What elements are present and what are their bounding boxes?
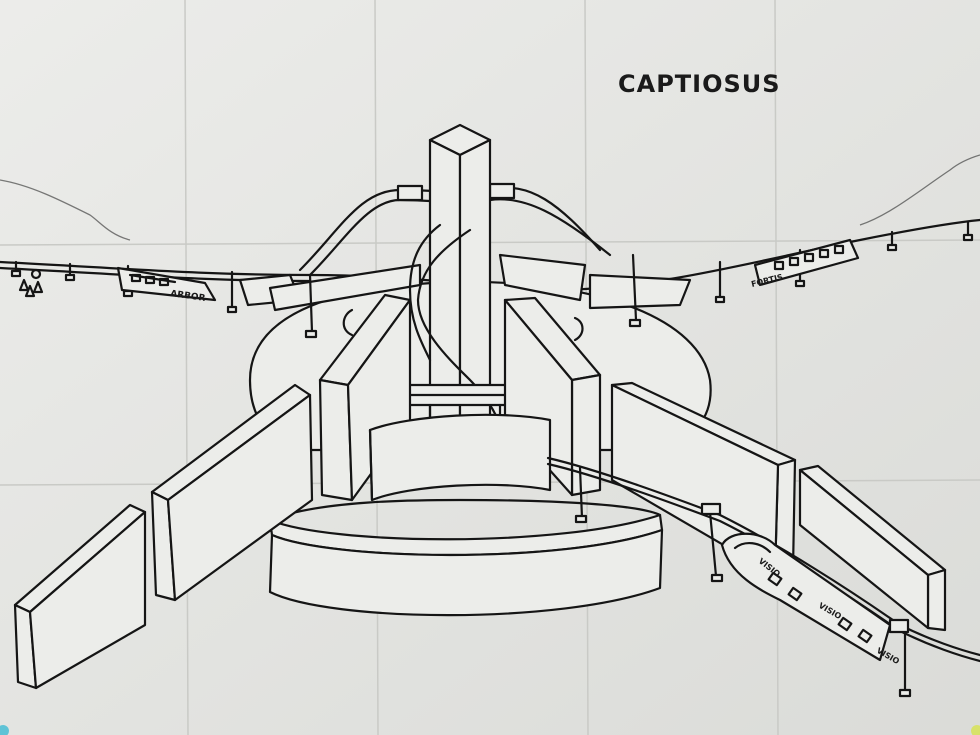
pin-bottom-right (971, 725, 980, 735)
descending-cable-center (416, 228, 507, 442)
inner-slabs (318, 293, 602, 502)
central-tower (428, 123, 492, 442)
clamp-left (396, 184, 424, 202)
outer-slabs (13, 381, 947, 690)
base-platform (268, 498, 664, 617)
descending-cable-left (408, 223, 442, 362)
clamp-right (488, 182, 516, 200)
hub-hooks (304, 253, 642, 342)
train-label-left: ARBOR (170, 289, 206, 304)
pin-bottom-left (0, 725, 9, 735)
drawing-title: CAPTIOSUS (618, 70, 781, 98)
lower-track-posts (574, 466, 912, 698)
hub-arms (238, 253, 692, 312)
train-visio: VISIO VISIO VISIO (720, 532, 901, 666)
lower-track (546, 456, 980, 657)
train-arbor: ARBOR (116, 266, 217, 304)
front-curved-block (368, 413, 552, 502)
train-fortis: FORTIS (750, 238, 860, 289)
mountain-right (859, 154, 980, 226)
mountain-left (0, 179, 131, 241)
track-clamp-1 (700, 502, 722, 516)
track-clamp-2 (888, 618, 910, 634)
tree-cluster (18, 268, 44, 298)
